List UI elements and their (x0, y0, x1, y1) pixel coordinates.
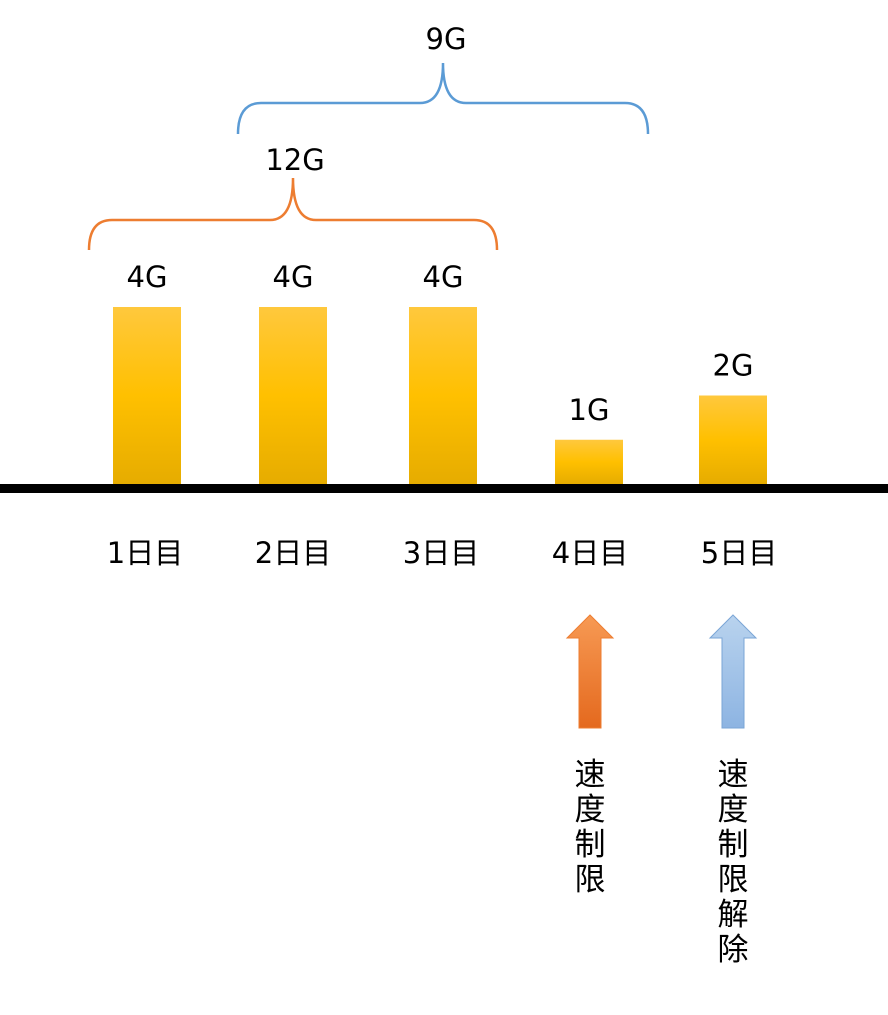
bracket-12g-label: 12G (265, 143, 324, 177)
bar-day-3 (409, 307, 477, 484)
data-label-day-2: 4G (273, 260, 314, 294)
x-axis-baseline (0, 484, 888, 493)
category-label-day-2: 2日目 (255, 536, 331, 570)
category-label-day-3: 3日目 (403, 536, 479, 570)
category-label-day-1: 1日目 (107, 536, 183, 570)
data-label-day-5: 2G (713, 349, 754, 383)
data-label-day-4: 1G (569, 393, 610, 427)
bar-day-4 (555, 439, 623, 484)
throttle-start-label: 速度制限 (574, 757, 606, 898)
bar-day-5 (699, 395, 767, 484)
up-arrow-icon (708, 614, 758, 729)
data-label-day-3: 4G (423, 260, 464, 294)
bracket-9g (236, 62, 650, 135)
up-arrow-icon (565, 614, 615, 729)
bar-day-2 (259, 307, 327, 484)
bar-series (113, 307, 767, 484)
data-label-day-1: 4G (127, 260, 168, 294)
category-label-day-4: 4日目 (552, 536, 628, 570)
bracket-9g-label: 9G (426, 22, 467, 56)
category-label-day-5: 5日目 (701, 536, 777, 570)
bracket-12g (87, 177, 499, 251)
bar-day-1 (113, 307, 181, 484)
throttle-lifted-label: 速度制限解除 (717, 757, 749, 968)
